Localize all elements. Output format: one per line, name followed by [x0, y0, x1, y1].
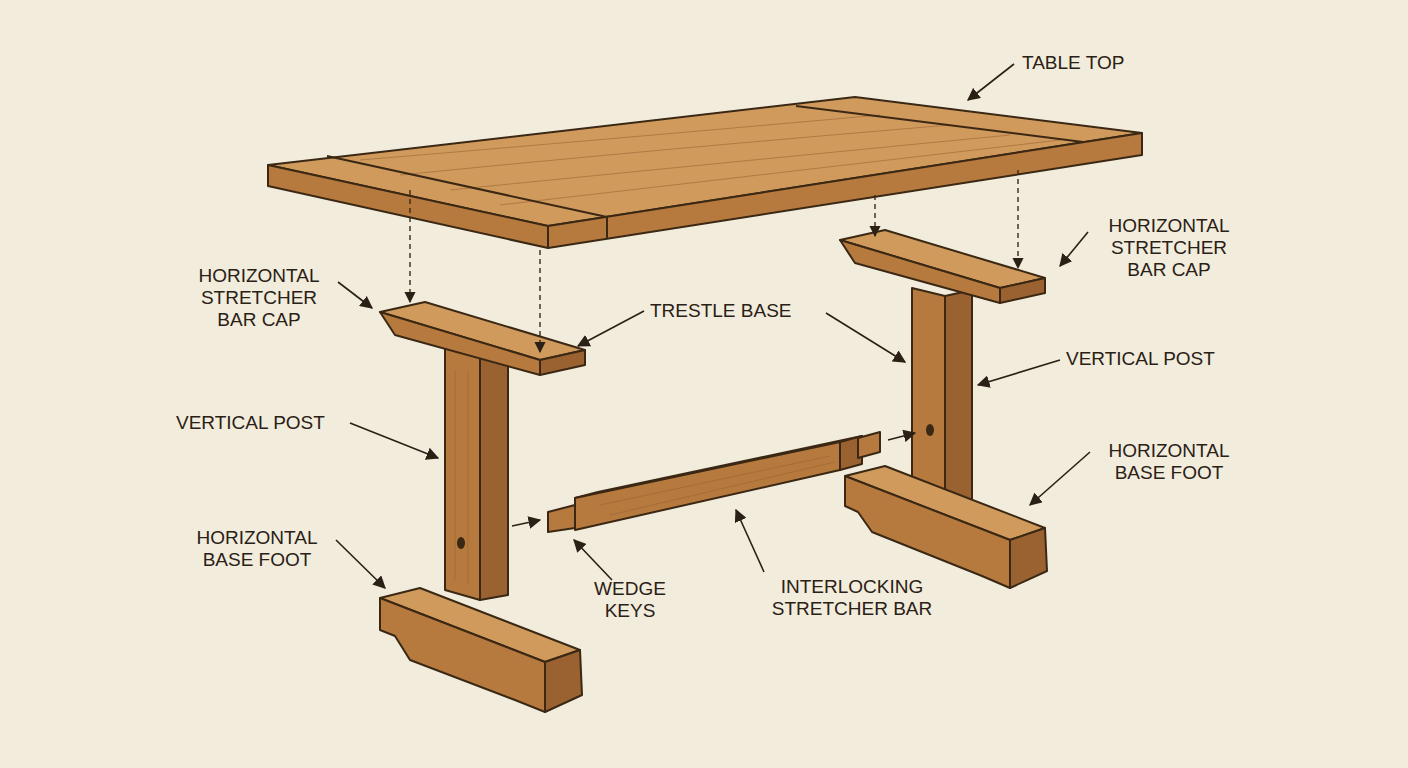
leader-line	[968, 64, 1014, 100]
part-label: WEDGE KEYS	[585, 578, 675, 622]
leader-lines	[336, 64, 1090, 588]
assembly-line	[1017, 170, 1018, 268]
right-trestle	[840, 230, 1047, 588]
wood-grain	[360, 115, 1060, 205]
part-label: INTERLOCKING STRETCHER BAR	[762, 576, 942, 620]
part-label: TABLE TOP	[1022, 52, 1182, 74]
stretcher-cap	[840, 240, 1000, 303]
base-foot-end	[545, 650, 582, 712]
stretcher-cap-end	[1000, 278, 1045, 303]
peg-hole	[926, 424, 934, 436]
vertical-post	[445, 345, 480, 600]
stretcher-front	[575, 442, 840, 530]
assembly-line	[409, 190, 410, 302]
stretcher-cap-end	[540, 350, 585, 375]
tenon	[858, 432, 880, 458]
part-label: TRESTLE BASE	[650, 300, 822, 322]
wood-grain	[455, 370, 468, 585]
breadboard-seam	[327, 106, 1083, 239]
leader-line	[1060, 232, 1088, 266]
table-top	[268, 97, 1142, 248]
leader-line	[1030, 452, 1090, 505]
wedge-key	[548, 505, 575, 532]
vertical-post-side	[480, 348, 508, 600]
stretcher-cap	[380, 312, 540, 375]
leader-line	[336, 540, 385, 588]
joint-arrow	[888, 433, 915, 440]
part-label: VERTICAL POST	[176, 412, 346, 434]
joint-arrow	[512, 520, 540, 526]
part-label: HORIZONTAL STRETCHER BAR CAP	[184, 265, 334, 331]
leader-line	[350, 423, 438, 458]
table-top-end	[268, 165, 548, 248]
vertical-post	[912, 288, 945, 505]
part-label: VERTICAL POST	[1066, 348, 1246, 370]
part-label: HORIZONTAL BASE FOOT	[182, 527, 332, 571]
base-foot-end	[1010, 528, 1047, 588]
leader-line	[736, 510, 764, 572]
left-trestle	[380, 302, 585, 712]
leader-line	[338, 282, 372, 308]
base-foot	[380, 598, 545, 712]
assembly-line	[539, 250, 540, 352]
wood-grain	[600, 456, 835, 515]
leader-line	[978, 360, 1060, 385]
assembly-lines	[410, 170, 1018, 352]
leader-line	[578, 311, 644, 346]
peg-hole	[457, 537, 465, 549]
base-foot	[845, 476, 1010, 588]
stretcher-bar	[548, 432, 880, 532]
table-top-edge	[548, 133, 1142, 248]
part-label: HORIZONTAL STRETCHER BAR CAP	[1094, 215, 1244, 281]
leader-line	[574, 540, 612, 580]
vertical-post-side	[945, 290, 972, 505]
part-label: HORIZONTAL BASE FOOT	[1094, 440, 1244, 484]
assembly-line	[874, 195, 875, 236]
leader-line	[826, 313, 905, 362]
